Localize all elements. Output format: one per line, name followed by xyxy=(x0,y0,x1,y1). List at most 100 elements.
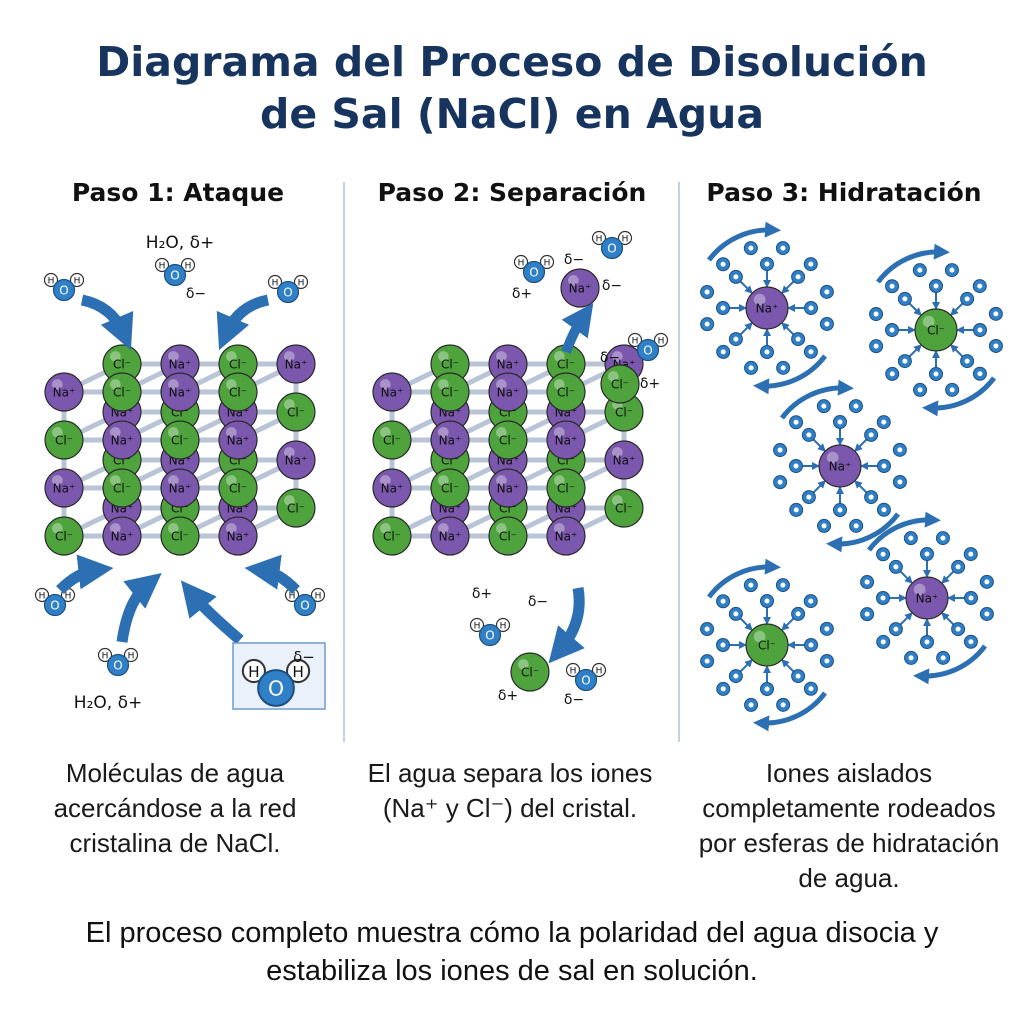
water-hydrogen xyxy=(902,358,908,364)
ion-sphere xyxy=(488,516,528,556)
chloride-ion: Cl⁻ xyxy=(430,468,470,508)
oxygen-atom xyxy=(52,278,76,302)
oxygen-atom xyxy=(293,593,317,617)
chloride-ion: Cl⁻ xyxy=(600,364,640,404)
water-hydrogen xyxy=(917,387,923,393)
ion-highlight xyxy=(496,475,507,486)
oxygen-label: O xyxy=(581,674,590,688)
water-hydrogen xyxy=(777,447,783,453)
oxygen-atom xyxy=(574,668,598,692)
ion-sphere xyxy=(430,516,470,556)
ion-highlight xyxy=(554,351,565,362)
ion-label: Na⁺ xyxy=(169,358,192,372)
rotation-arrow-icon xyxy=(753,691,828,732)
attraction-arrow-icon xyxy=(781,322,795,336)
sodium-ion: Na⁺ xyxy=(745,286,789,330)
hydration-sphere: Na⁺ xyxy=(700,221,834,395)
sodium-ion: Na⁺ xyxy=(818,444,862,488)
water-hydrogen xyxy=(908,535,914,541)
ion-label: Cl⁻ xyxy=(113,482,131,496)
rotation-arrow-icon xyxy=(706,221,781,262)
ion-sphere xyxy=(372,468,412,508)
ion-highlight xyxy=(554,475,565,486)
ion-sphere xyxy=(430,372,470,412)
rotation-arrow-icon xyxy=(753,354,828,395)
charge-label: δ− xyxy=(186,286,206,302)
ion-highlight xyxy=(110,351,121,362)
water-hydrogen xyxy=(889,327,895,333)
hydrogen-atom xyxy=(180,257,196,273)
chloride-ion: Cl⁻ xyxy=(372,516,412,556)
hydrogen-label: H xyxy=(248,663,260,681)
hydrogen-label: H xyxy=(298,279,305,289)
arrow-icon xyxy=(116,572,162,643)
ion-sphere xyxy=(276,344,316,384)
hydrogen-label: H xyxy=(272,279,279,289)
water-hydrogen xyxy=(795,611,801,617)
ion-label: Cl⁻ xyxy=(113,386,131,400)
water-hydrogen xyxy=(821,523,827,529)
water-hydrogen xyxy=(764,261,770,267)
ion-label: Na⁺ xyxy=(111,434,134,448)
attraction-arrow-icon xyxy=(739,322,753,336)
water-hydrogen xyxy=(764,349,770,355)
water-hydrogen xyxy=(795,673,801,679)
arrow-icon xyxy=(244,554,300,594)
charge-label: δ+ xyxy=(498,688,518,704)
ion-sphere xyxy=(160,372,200,412)
ion-highlight xyxy=(612,351,623,362)
arrow-icon xyxy=(56,554,114,594)
hydrogen-label: H xyxy=(518,259,525,269)
step-1-caption: Moléculas de agua acercándose a la red c… xyxy=(53,758,297,858)
water-hydrogen xyxy=(795,336,801,342)
ion-label: Cl⁻ xyxy=(441,386,459,400)
ion-highlight xyxy=(110,523,121,534)
attraction-arrow-icon xyxy=(899,612,913,626)
ion-sphere xyxy=(102,372,142,412)
ion-highlight xyxy=(438,379,449,390)
ion-label: Na⁺ xyxy=(169,386,192,400)
ion-highlight xyxy=(496,523,507,534)
ion-highlight xyxy=(568,275,579,286)
ion-highlight xyxy=(554,379,565,390)
crystal-lattice: Cl⁻Na⁺Cl⁻Na⁺Na⁺Cl⁻Na⁺Cl⁻Cl⁻Na⁺Cl⁻Na⁺Na⁺C… xyxy=(372,344,644,556)
hydrogen-label: H xyxy=(185,262,192,272)
hydration-sphere: Cl⁻ xyxy=(700,558,834,732)
attraction-arrow-icon xyxy=(781,659,795,673)
water-hydrogen xyxy=(808,305,814,311)
sodium-ion: Na⁺ xyxy=(372,372,412,412)
water-hydrogen xyxy=(968,639,974,645)
ion-label: Na⁺ xyxy=(53,482,76,496)
ion-sphere xyxy=(102,468,142,508)
ion-label: Na⁺ xyxy=(555,530,578,544)
ion-label: Na⁺ xyxy=(439,530,462,544)
ion-highlight xyxy=(168,379,179,390)
hydrogen-label: H xyxy=(570,667,577,677)
sodium-ion: Na⁺ xyxy=(218,516,258,556)
oxygen-label: O xyxy=(607,242,616,256)
water-hydrogen xyxy=(821,403,827,409)
hydrogen-atom xyxy=(123,647,139,663)
water-hydrogen xyxy=(806,494,812,500)
water-hydrogen xyxy=(748,582,754,588)
sodium-ion: Na⁺ xyxy=(102,420,142,460)
chloride-ion: Cl⁻ xyxy=(276,392,316,432)
ion-label: Cl⁻ xyxy=(611,378,629,392)
water-hydrogen xyxy=(704,626,710,632)
ion-sphere xyxy=(604,488,644,528)
sodium-ion: Na⁺ xyxy=(372,468,412,508)
hydration-sphere: Cl⁻ xyxy=(869,243,1003,417)
oxygen-atom xyxy=(163,263,187,287)
sodium-ion: Na⁺ xyxy=(276,344,316,384)
ion-label: Cl⁻ xyxy=(287,406,305,420)
rotation-arrow-icon xyxy=(913,644,988,685)
water-hydrogen xyxy=(873,311,879,317)
water-hydrogen xyxy=(704,321,710,327)
attraction-arrow-icon xyxy=(781,617,795,631)
ion-sphere xyxy=(160,468,200,508)
attraction-arrow-icon xyxy=(908,302,922,316)
oxygen-label: O xyxy=(113,659,122,673)
water-hydrogen xyxy=(893,564,899,570)
